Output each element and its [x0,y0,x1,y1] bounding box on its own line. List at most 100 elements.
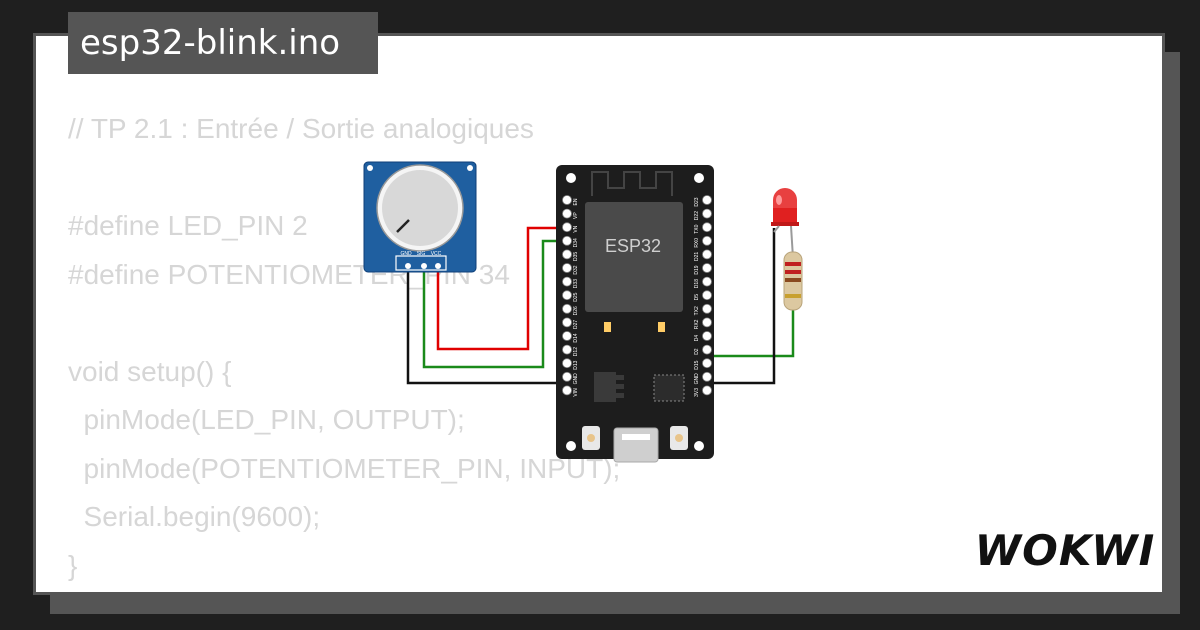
mount-hole [566,173,576,183]
pin-label: D22 [694,211,700,220]
code-line: // TP 2.1 : Entrée / Sortie analogiques [68,113,534,144]
voltage-regulator [594,372,616,402]
pin-label: D2 [694,348,700,355]
usb-port [613,427,659,463]
smd-component [658,322,665,332]
smd-component [604,322,611,332]
pin-right-d15[interactable] [702,358,712,369]
pin-left-d13[interactable] [562,358,572,369]
code-line: pinMode(LED_PIN, OUTPUT); [68,404,465,435]
pot-pin-sig[interactable] [421,263,427,269]
pin-label: D18 [694,279,700,288]
pin-right-d18[interactable] [702,276,712,287]
mount-hole [367,165,373,171]
wire-led-gnd [707,228,776,385]
pin-label: TX0 [694,224,700,233]
pin-left-d25[interactable] [562,290,572,301]
pin-left-d14[interactable] [562,331,572,341]
pin-left-d27[interactable] [562,317,572,328]
file-tab[interactable]: esp32-blink.ino [68,12,378,74]
pin-label: D21 [694,252,700,261]
wire-vcc-red [436,226,567,351]
pin-label: GND [694,373,700,385]
pin-right-rx2[interactable] [702,317,712,328]
mount-hole [467,165,473,171]
pin-label: D13 [573,360,579,369]
code-listing: // TP 2.1 : Entrée / Sortie analogiques #… [68,105,620,590]
pin-label: D23 [694,197,700,206]
pin-right-d21[interactable] [702,249,712,260]
pin-label: D19 [694,265,700,274]
pin-label: D34 [573,238,579,247]
pot-knob[interactable] [382,170,458,246]
pin-label: 3V3 [694,388,700,397]
pin-right-d23[interactable] [702,195,712,205]
wokwi-logo: WOKWI [975,520,1155,580]
pot-pin-label: VCC [431,251,442,257]
pin-left-vn[interactable] [562,222,572,233]
pin-label: D27 [573,320,579,329]
pin-label: D12 [573,347,579,356]
pin-label: GND [573,373,579,385]
esp32-module [585,202,683,312]
pin-label: D15 [694,360,700,369]
potentiometer[interactable]: GND SIG VCC [363,161,477,273]
pin-label: RX2 [694,319,700,329]
pin-label: D25 [573,292,579,301]
wire-gnd-black [406,271,567,385]
pin-label: D33 [573,279,579,288]
pot-pin-label: SIG [417,251,426,257]
pin-left-en[interactable] [562,195,572,205]
mount-hole [694,173,704,183]
pin-left-vp[interactable] [562,208,572,219]
pin-left-d34[interactable] [562,235,572,246]
pin-right-d2[interactable] [702,344,712,355]
code-line: pinMode(POTENTIOMETER_PIN, INPUT); [68,452,621,484]
code-line: #define LED_PIN 2 [68,210,308,241]
pin-left-d26[interactable] [562,303,572,314]
pin-label: D32 [573,265,579,274]
pin-left-d12[interactable] [562,344,572,355]
pin-label: VN [573,225,579,232]
pin-left-d35[interactable] [562,249,572,260]
pin-right-d4[interactable] [702,331,712,341]
pin-label: VIN [573,388,579,397]
pin-left-gnd[interactable] [562,371,572,382]
pin-right-d5[interactable] [702,290,712,301]
pin-right-gnd[interactable] [702,371,712,382]
code-area: // TP 2.1 : Entrée / Sortie analogiques #… [33,33,1165,595]
usb-serial-chip [653,374,685,402]
pin-label: VP [573,212,579,219]
pin-right-d19[interactable] [702,263,712,273]
pin-right-d22[interactable] [702,208,712,219]
wokwi-logo-graphic: WOKWI [975,526,1154,575]
pin-right-tx0[interactable] [702,222,712,233]
pot-knob-indicator [396,219,410,233]
wire-sig-green [422,239,567,369]
code-line: void setup() { [68,355,232,387]
pin-label: EN [573,198,579,205]
antenna-trace [591,171,673,196]
resistor[interactable] [783,251,803,311]
pin-left-d32[interactable] [562,263,572,273]
wire-d2-green [707,310,795,358]
pin-right-3v3[interactable] [702,385,712,396]
module-label: ESP32 [605,236,661,256]
pin-label: D4 [694,335,700,342]
code-line: } [68,549,78,581]
pin-left-d33[interactable] [562,276,572,287]
pot-pin-label: GND [400,251,412,257]
pot-pin-gnd[interactable] [405,263,411,269]
pin-left-vin[interactable] [562,385,572,396]
pot-pin-vcc[interactable] [435,263,441,269]
esp32-board[interactable]: ESP32 ENVPVND34D35D32D33D25D26D27D14D12D… [556,165,714,463]
pin-label: D35 [573,252,579,261]
pin-label: TX2 [694,306,700,315]
pin-right-tx2[interactable] [702,303,712,314]
mount-hole [694,441,704,451]
pin-right-rx0[interactable] [702,235,712,246]
pin-label: RX0 [694,238,700,248]
code-line: Serial.begin(9600); [68,501,321,532]
pin-label: D5 [694,294,700,301]
